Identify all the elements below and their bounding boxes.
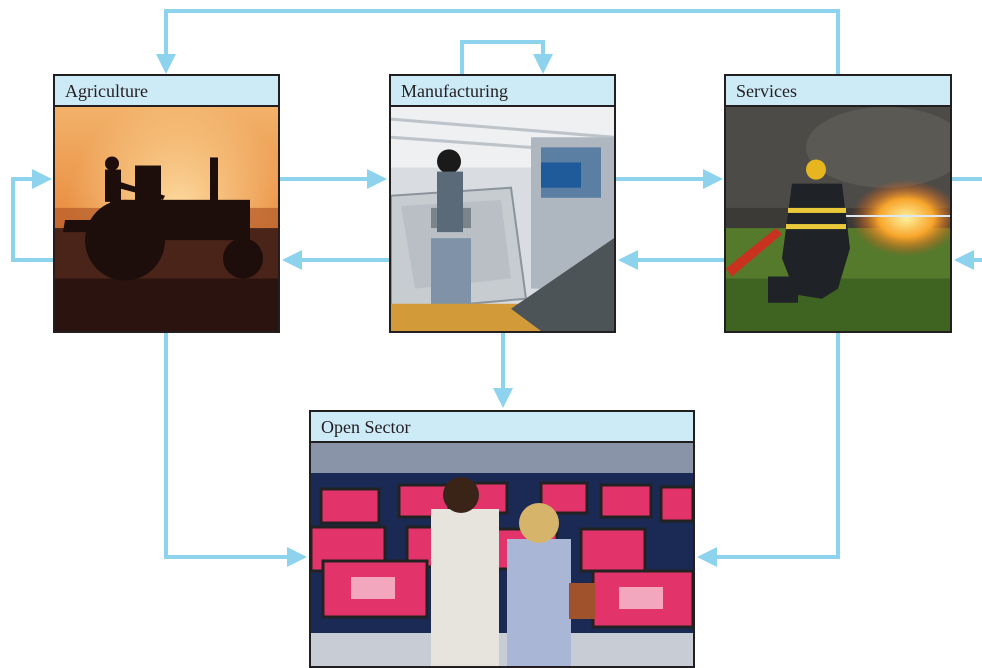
- node-open-sector: Open Sector: [309, 410, 695, 668]
- node-agriculture: Agriculture: [53, 74, 280, 333]
- firefighter-hose-photo: [726, 107, 950, 331]
- node-label-services: Services: [726, 76, 950, 107]
- tractor-silhouette-photo: [55, 107, 278, 331]
- flow-agriculture-self-loop: [11, 169, 53, 262]
- car-assembly-line-photo: [391, 107, 614, 331]
- flow-agriculture-to-open-sector: [164, 333, 307, 567]
- flow-services-to-open-sector: [697, 333, 840, 567]
- node-manufacturing: Manufacturing: [389, 74, 616, 333]
- flow-services-to-agriculture: [156, 9, 840, 74]
- node-label-agriculture: Agriculture: [55, 76, 278, 107]
- flow-manufacturing-self-loop: [460, 40, 553, 74]
- node-services: Services: [724, 74, 952, 333]
- electronics-store-photo: [311, 443, 693, 666]
- node-label-manufacturing: Manufacturing: [391, 76, 614, 107]
- node-label-open-sector: Open Sector: [311, 412, 693, 443]
